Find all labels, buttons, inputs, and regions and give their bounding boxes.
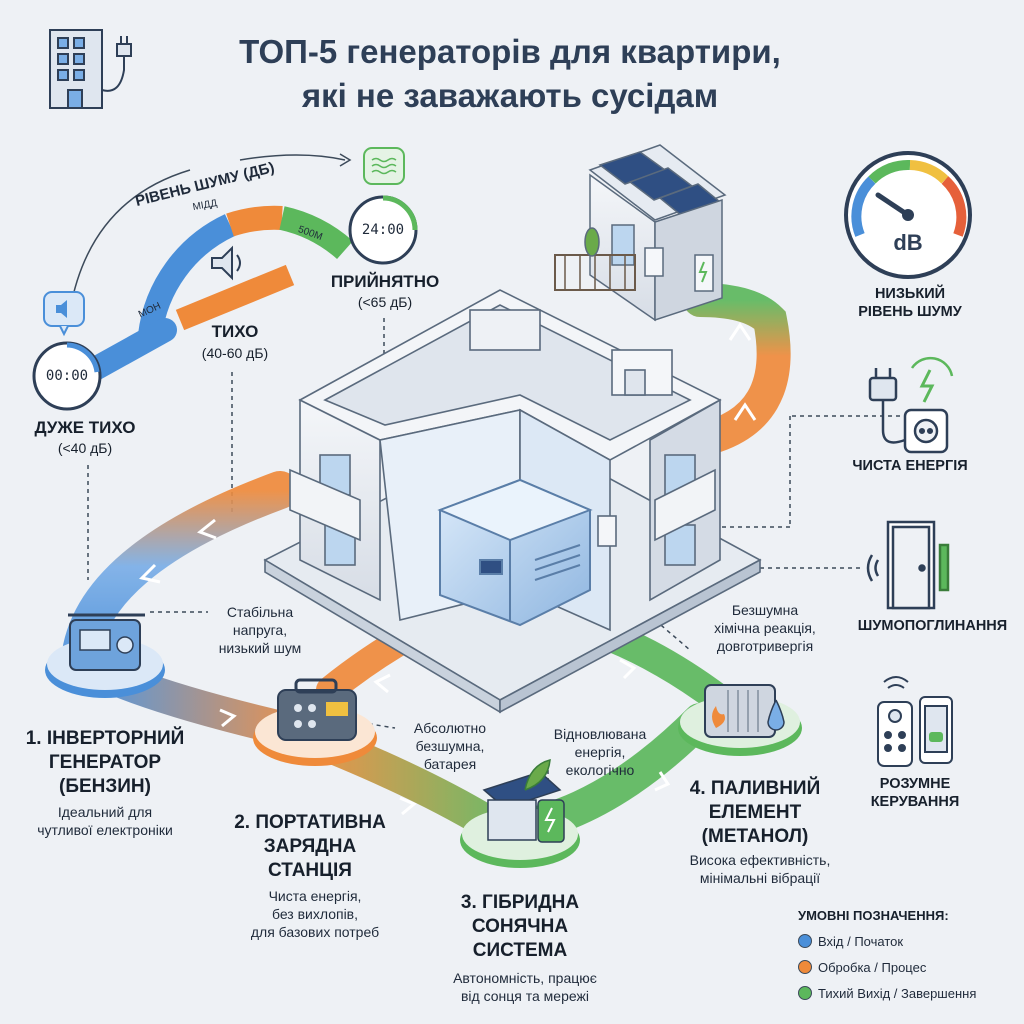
feature-clean-energy: ЧИСТА ЕНЕРГІЯ — [852, 458, 968, 474]
level-quiet-range: (40-60 дБ) — [201, 345, 269, 361]
gen4-callout-line1: Безшумна — [731, 602, 799, 618]
gen3-callout-line1: Відновлювана — [553, 726, 647, 742]
decibel-gauge — [844, 151, 972, 279]
clock-acceptable-icon — [348, 195, 418, 265]
gen2-desc-line2: без вихлопів, — [271, 906, 359, 922]
gen4-callout-line3: довготривергія — [716, 638, 814, 654]
legend-dot-blue — [798, 934, 812, 948]
generator-2-illustration — [253, 678, 377, 766]
level-acceptable-range: (<65 дБ) — [357, 294, 413, 310]
legend-title: УМОВНІ ПОЗНАЧЕННЯ: — [798, 908, 949, 923]
generator-4-illustration — [678, 684, 802, 756]
feature-smart-control-line2: КЕРУВАННЯ — [870, 794, 960, 810]
generator-1-illustration — [45, 613, 165, 698]
gen1-desc-line1: Ідеальний для — [57, 804, 153, 820]
legend-dot-orange — [798, 960, 812, 974]
gen3-title-line2: СОНЯЧНА — [471, 916, 569, 937]
gen3-callout-line2: енергія, — [574, 744, 626, 760]
gen2-callout-line3: батарея — [423, 756, 477, 772]
central-generator-unit — [437, 478, 593, 627]
gen3-title-line3: СИСТЕМА — [472, 940, 568, 961]
gauge-label-line2: РІВЕНЬ ШУМУ — [858, 304, 962, 320]
gen1-callout-line3: низький шум — [218, 640, 302, 656]
gen1-desc-line2: чутливої електроніки — [37, 822, 173, 838]
soundproof-door-icon — [866, 520, 950, 610]
generator-3-illustration — [460, 759, 580, 868]
feature-noise-absorption: ШУМОПОГЛИНАННЯ — [857, 618, 1008, 634]
apartment-plug-icon — [49, 29, 132, 109]
gen2-title-line2: ЗАРЯДНА — [263, 836, 357, 857]
gen3-desc-line1: Автономність, працює — [453, 970, 597, 986]
page-title-line1: ТОП-5 генераторів для квартири, — [239, 33, 781, 70]
legend-label-output: Тихий Вихід / Завершення — [818, 986, 977, 1001]
flow-arrows — [139, 322, 757, 816]
legend-dot-green — [798, 986, 812, 1000]
gen3-callout-line3: екологічно — [565, 762, 635, 778]
level-very-quiet-range: (<40 дБ) — [57, 440, 113, 456]
legend-item-output: Тихий Вихід / Завершення — [798, 986, 976, 1001]
legend-label-process: Обробка / Процес — [818, 960, 927, 975]
gen1-title-line2: ГЕНЕРАТОР — [48, 752, 162, 773]
gen4-title-line1: 4. ПАЛИВНИЙ — [689, 778, 821, 799]
gen2-desc-line1: Чиста енергія, — [268, 888, 362, 904]
gen4-title-line2: ЕЛЕМЕНТ — [708, 802, 802, 823]
gen4-desc-line1: Висока ефективність, — [689, 852, 831, 868]
clock-right-time: 24:00 — [361, 222, 405, 238]
level-very-quiet-name: ДУЖЕ ТИХО — [34, 418, 136, 437]
gen2-title-line1: 2. ПОРТАТИВНА — [234, 812, 386, 833]
gen3-title-line1: 3. ГІБРИДНА — [460, 892, 580, 913]
legend-item-process: Обробка / Процес — [798, 960, 926, 975]
gen2-desc-line3: для базових потреб — [250, 924, 380, 940]
level-acceptable-name: ПРИЙНЯТНО — [330, 272, 440, 291]
clock-quiet-icon — [32, 341, 102, 411]
gen2-callout-line1: Абсолютно — [413, 720, 487, 736]
feature-smart-control-line1: РОЗУМНЕ — [879, 776, 951, 792]
page-title-line2: які не заважають сусідам — [301, 77, 719, 114]
gen3-desc-line2: від сонця та мережі — [460, 988, 589, 1004]
gen1-callout-line1: Стабільна — [226, 604, 294, 620]
gen1-callout-line2: напруга, — [232, 622, 288, 638]
noise-level-arc — [63, 153, 353, 392]
gen2-callout-line2: безшумна, — [415, 738, 485, 754]
speaker-icon — [211, 245, 241, 281]
level-quiet-name: ТИХО — [211, 322, 259, 341]
gen4-desc-line2: мінімальні вібрації — [699, 870, 821, 886]
legend-label-input: Вхід / Початок — [818, 934, 904, 949]
gauge-label-line1: НИЗЬКИЙ — [874, 286, 946, 302]
gen1-title-line3: (БЕНЗИН) — [59, 776, 151, 797]
smart-control-icon — [877, 676, 953, 767]
solar-house-illustration — [554, 144, 727, 322]
gen1-title-line1: 1. ІНВЕРТОРНИЙ — [25, 728, 185, 749]
gen4-callout-line2: хімічна реакція, — [714, 620, 816, 636]
sound-bubble-icon — [363, 147, 405, 185]
gen4-title-line3: (МЕТАНОЛ) — [701, 826, 809, 847]
legend-item-input: Вхід / Початок — [798, 934, 903, 949]
gauge-unit: dB — [893, 230, 923, 255]
plug-socket-icon — [868, 356, 954, 454]
gen2-title-line3: СТАНЦІЯ — [268, 860, 352, 881]
clock-left-time: 00:00 — [45, 368, 89, 384]
speaker-bubble-icon — [43, 291, 85, 337]
